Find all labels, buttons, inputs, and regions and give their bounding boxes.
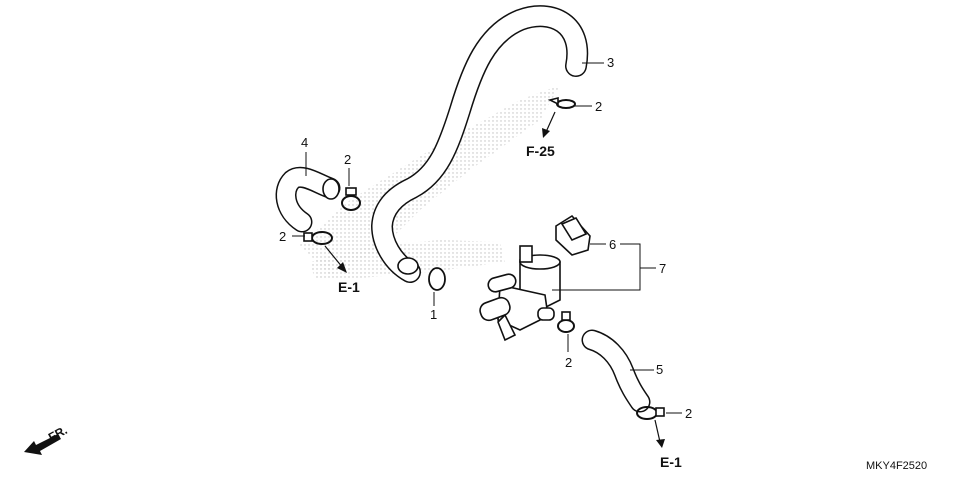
leader-lines — [292, 62, 682, 414]
clamps-2 — [303, 96, 665, 420]
reference-arrows — [324, 111, 665, 448]
cover-6 — [555, 214, 591, 256]
callout-2-bottom: 2 — [685, 406, 693, 421]
callout-6: 6 — [609, 237, 617, 252]
o-ring-1 — [428, 267, 446, 291]
hose-4 — [275, 166, 341, 233]
front-direction-arrow-icon — [24, 434, 61, 455]
reference-e1-bottom: E-1 — [660, 454, 682, 470]
hose-5 — [581, 329, 651, 413]
callout-5: 5 — [656, 362, 664, 377]
clamp-left-upper — [341, 187, 361, 211]
callout-1: 1 — [430, 307, 438, 322]
callout-2-mid: 2 — [565, 355, 573, 370]
reference-f25: F-25 — [526, 143, 555, 159]
clamp-bottom — [636, 406, 665, 420]
valve-assembly-7 — [479, 245, 561, 342]
callout-7: 7 — [659, 261, 667, 276]
diagram-code: MKY4F2520 — [866, 460, 928, 472]
callout-2-left-upper: 2 — [344, 152, 352, 167]
clamp-top — [547, 96, 576, 109]
reference-e1-left: E-1 — [338, 279, 360, 295]
clamp-mid — [557, 311, 575, 333]
callout-2-top: 2 — [595, 99, 603, 114]
clamp-left-lower — [303, 231, 333, 245]
callout-2-left-lower: 2 — [279, 229, 287, 244]
hose-3 — [370, 5, 589, 283]
callout-3: 3 — [607, 55, 615, 70]
callout-4: 4 — [301, 135, 309, 150]
